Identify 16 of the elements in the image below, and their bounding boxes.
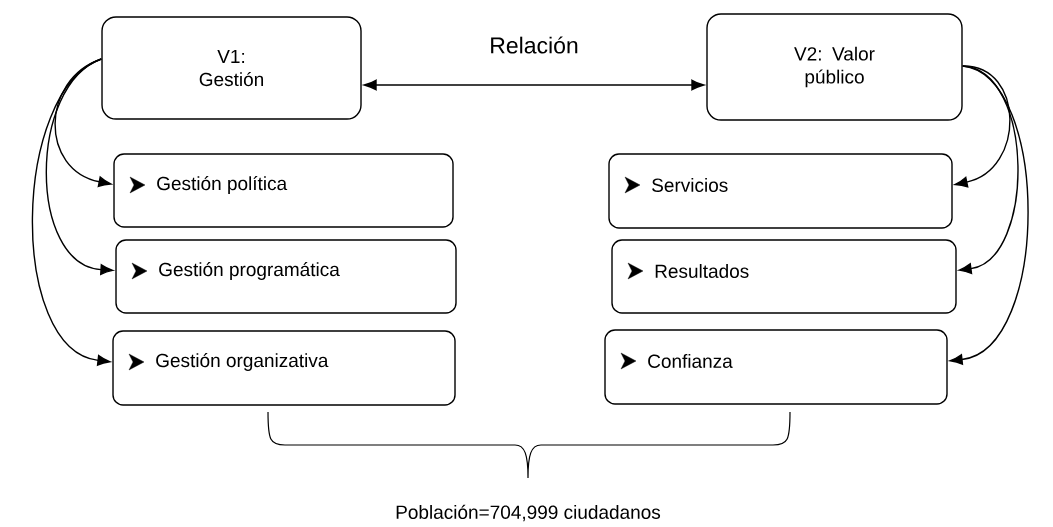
list-box: Gestión política [113,153,454,228]
list-box: Resultados [611,239,957,314]
variable-box: V1: Gestión [101,16,362,120]
list-box: Servicios [608,153,953,229]
arrow [54,58,112,188]
arrow [949,65,1029,365]
caption-text: Población=704,999 ciudadanos [396,504,661,522]
arrow [363,79,705,91]
list-box: Confianza [604,329,948,405]
list-box: Gestión organizativa [112,330,456,406]
list-box: Gestión programática [115,239,457,314]
arrow [31,58,111,366]
arrow [958,65,1019,274]
arrow [954,65,1011,188]
edge-label: Relación [487,34,581,56]
variable-box: V2: Valor público [706,13,963,121]
